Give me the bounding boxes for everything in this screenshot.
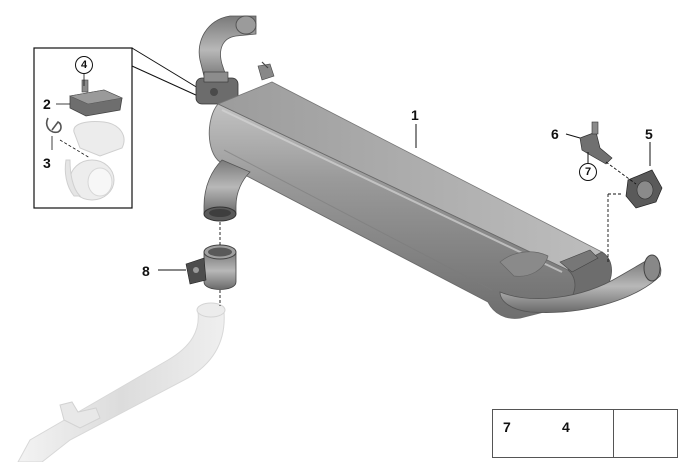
downpipe: [203, 159, 251, 222]
callout-1: 1: [411, 107, 419, 123]
legend-bolt-number: 4: [562, 419, 570, 435]
callout-4: 4: [75, 56, 93, 74]
callout-2: 2: [43, 96, 51, 112]
legend-parts-box: 7 4: [492, 409, 614, 458]
legend-symbol-box: [614, 409, 678, 458]
callout-8: 8: [142, 263, 150, 279]
assembly-lines: [219, 161, 637, 306]
inset-clamp-ghost: [64, 121, 125, 201]
detail-inset: [33, 47, 199, 209]
pipe-clamp-sleeve: [185, 244, 237, 290]
rear-silencer: [208, 81, 612, 319]
legend-nut-number: 7: [503, 419, 511, 435]
rubber-hanger: [625, 169, 663, 209]
rubber-mount-bracket: [68, 79, 124, 117]
inlet-pipe: [195, 15, 275, 105]
leader-lines: [158, 124, 651, 271]
tailpipe: [499, 249, 662, 313]
hanger-bracket: [579, 121, 613, 165]
callout-3: 3: [43, 155, 51, 171]
callout-6: 6: [551, 126, 559, 142]
callout-7: 7: [579, 163, 597, 181]
front-pipe-ghost: [17, 302, 226, 462]
spring-clip: [45, 117, 62, 134]
callout-5: 5: [645, 126, 653, 142]
